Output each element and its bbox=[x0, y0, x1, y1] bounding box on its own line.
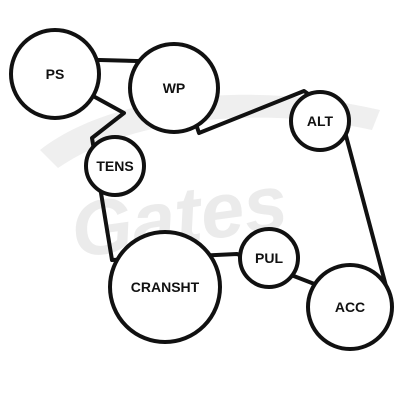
pulley-label-cranksht: CRANSHT bbox=[131, 279, 200, 295]
pulley-pul: PUL bbox=[238, 227, 300, 289]
pulley-label-acc: ACC bbox=[335, 299, 365, 315]
pulley-acc: ACC bbox=[306, 263, 394, 351]
pulley-ps: PS bbox=[9, 28, 101, 120]
pulley-label-tens: TENS bbox=[96, 158, 133, 174]
pulley-label-alt: ALT bbox=[307, 113, 334, 129]
pulley-label-wp: WP bbox=[163, 80, 186, 96]
pulley-tens: TENS bbox=[84, 135, 146, 197]
pulley-wp: WP bbox=[128, 42, 220, 134]
pulley-label-ps: PS bbox=[46, 66, 65, 82]
pulley-label-pul: PUL bbox=[255, 250, 283, 266]
pulley-cranksht: CRANSHT bbox=[108, 230, 222, 344]
pulley-alt: ALT bbox=[289, 90, 351, 152]
